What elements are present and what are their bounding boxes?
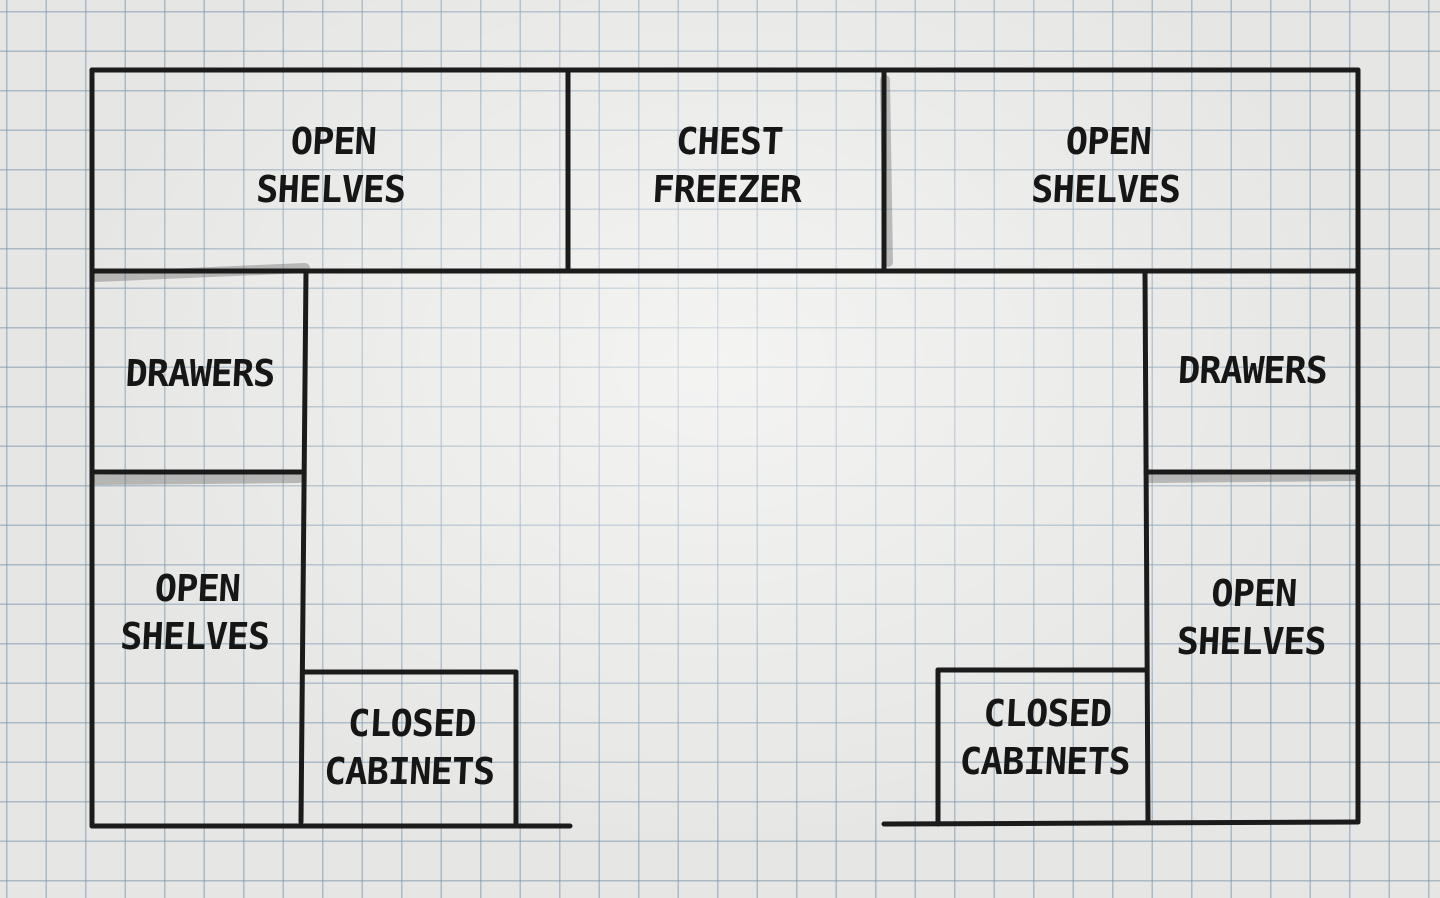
label-line: OPEN [1210,572,1298,615]
bottom-right-wall [881,819,1361,827]
top-left-label: OPEN SHELVES [209,118,454,214]
right-inner-wall [1142,268,1151,825]
label-line: CLOSED [346,702,477,745]
right-closed-cabinets-label: CLOSED CABINETS [943,690,1148,786]
walls [89,67,1361,829]
label-line: OPEN [1064,120,1152,163]
label-line: SHELVES [119,615,271,658]
left-closed-cabinets-label: CLOSED CABINETS [305,700,515,796]
label-line: OPEN [289,120,377,163]
label-line: SHELVES [255,168,407,211]
label-line: CHEST [674,120,784,163]
top-right-label: OPEN SHELVES [989,118,1224,214]
label-line: SHELVES [1030,168,1182,211]
label-line: CLOSED [982,692,1113,735]
left-drawers-label: DRAWERS [99,350,302,398]
left-open-shelves-label: OPEN SHELVES [93,565,298,661]
left-inner-wall [298,268,309,825]
label-line: CABINETS [323,750,496,793]
label-line: DRAWERS [124,352,276,395]
top-center-label: CHEST FREEZER [615,118,840,214]
right-open-shelves-label: OPEN SHELVES [1147,570,1357,666]
label-line: SHELVES [1175,620,1327,663]
right-drawers-label: DRAWERS [1149,347,1357,395]
label-line: OPEN [153,567,241,610]
label-line: FREEZER [651,168,803,211]
label-line: DRAWERS [1176,349,1329,392]
label-line: CABINETS [958,740,1132,783]
